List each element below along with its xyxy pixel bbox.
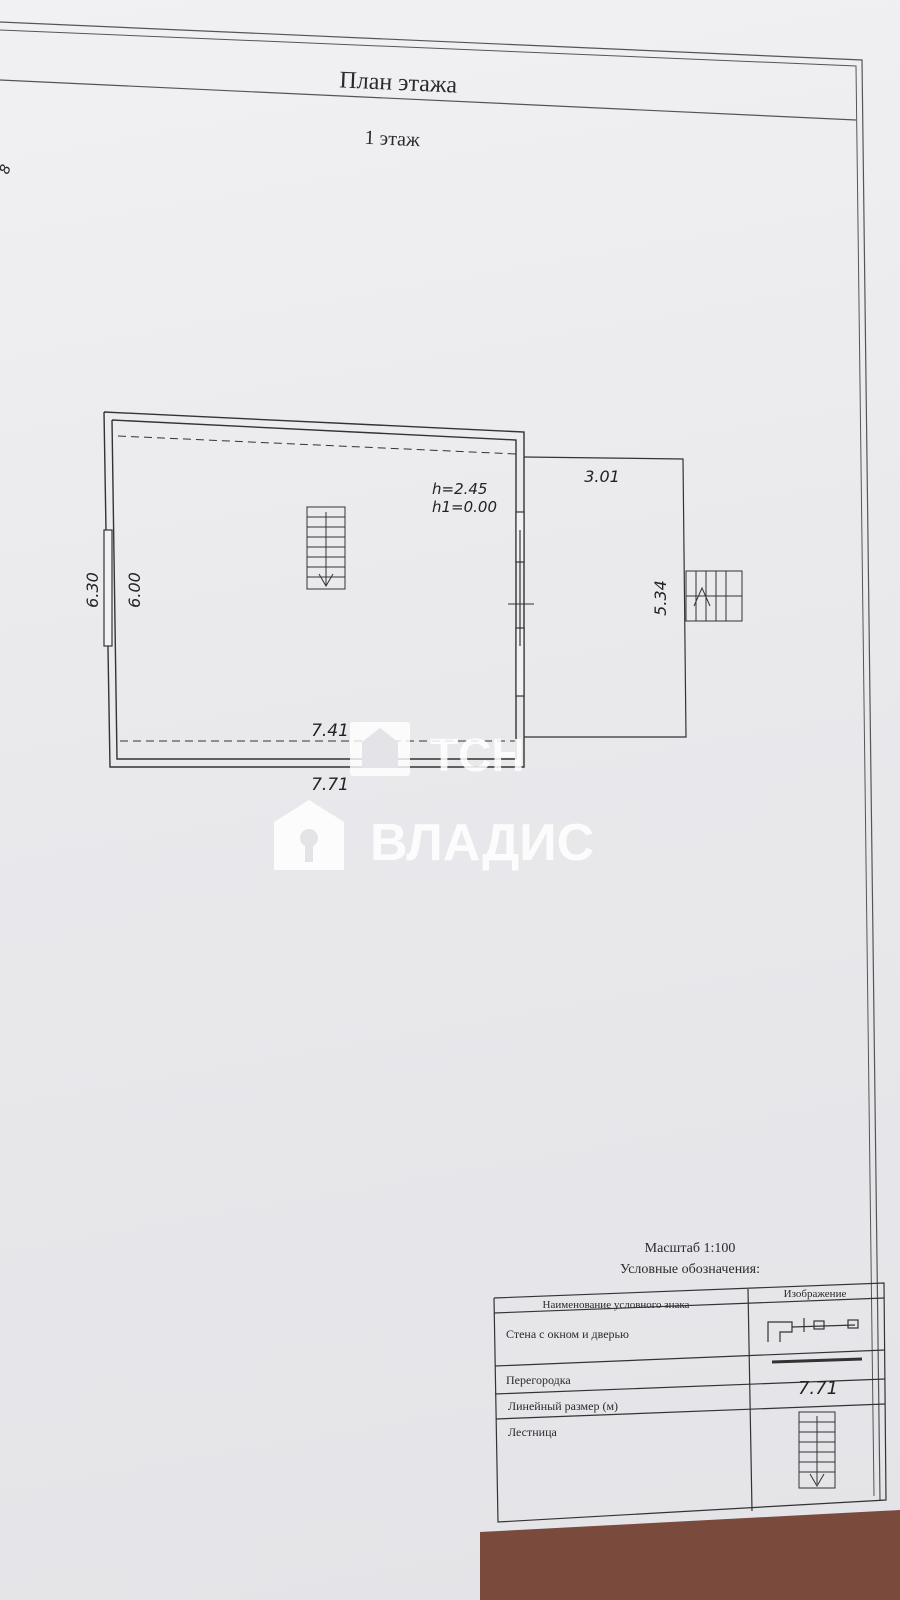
legend-row-partition: Перегородка: [506, 1373, 571, 1387]
dim-outer-width: 7.71: [311, 775, 349, 795]
watermark-brand-bottom: ВЛАДИС: [370, 814, 594, 872]
door-marker: [508, 592, 534, 618]
legend-row-stair: Лестница: [508, 1425, 558, 1439]
interior-stair: [306, 506, 346, 590]
legend-stair-symbol: [798, 1411, 836, 1489]
dim-inner-height: 6.00: [125, 572, 144, 608]
watermark: ТСН ВЛАДИС: [274, 722, 594, 872]
legend: Масштаб 1:100 Условные обозначения: Наим…: [493, 1241, 887, 1523]
legend-row-wall: Стена с окном и дверью: [506, 1327, 629, 1341]
legend-heading: Условные обозначения:: [620, 1262, 760, 1277]
watermark-brand-top: ТСН: [430, 729, 525, 781]
legend-scale: Масштаб 1:100: [645, 1241, 736, 1256]
dim-annex-width: 3.01: [584, 467, 620, 486]
corner-mark: 8: [0, 162, 15, 176]
dim-outer-height: 6.30: [83, 572, 102, 608]
height-label: h=2.45: [432, 480, 487, 498]
sheet-frame: [0, 21, 881, 1501]
annex-room: [523, 456, 687, 738]
legend-col-image: Изображение: [784, 1288, 847, 1300]
watermark-house-icon: [274, 800, 344, 870]
legend-partition-symbol: [771, 1357, 863, 1364]
h1-label: h1=0.00: [432, 498, 497, 516]
exterior-stair: [685, 570, 743, 622]
watermark-top-logo-icon: [350, 722, 410, 776]
legend-dimension-sample: 7.71: [798, 1378, 838, 1399]
legend-wall-symbol: [767, 1318, 859, 1342]
legend-table-grid: [493, 1282, 887, 1523]
floor-label: 1 этаж: [364, 127, 420, 151]
main-room: [103, 411, 525, 768]
sheet-title: План этажа: [339, 67, 458, 98]
wall-windows: [103, 511, 525, 697]
legend-row-dimension: Линейный размер (м): [508, 1399, 618, 1413]
dim-annex-height: 5.34: [651, 580, 670, 616]
dim-inner-width: 7.41: [311, 721, 349, 741]
legend-col-name: Наименование условного знака: [543, 1299, 690, 1311]
